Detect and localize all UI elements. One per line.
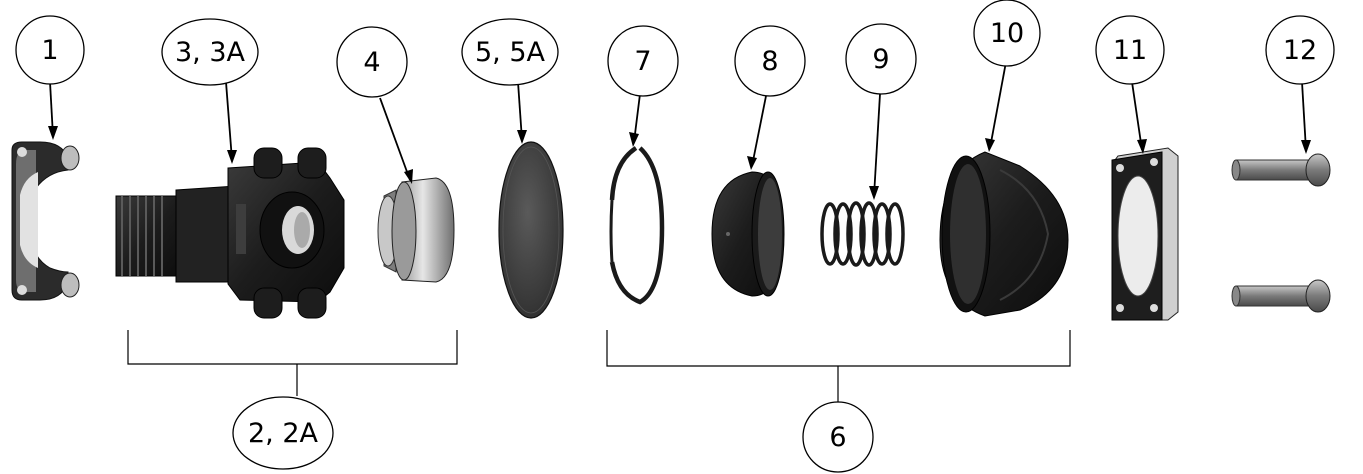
callout-2-2a: 2, 2A (232, 396, 334, 470)
callout-4: 4 (336, 26, 408, 98)
leader-lines (48, 61, 1311, 200)
callout-8: 8 (734, 25, 806, 97)
part-9-coil-spring (820, 201, 905, 267)
callout-10-label: 10 (990, 18, 1024, 49)
callout-6: 6 (802, 401, 874, 473)
callout-11-label: 11 (1113, 35, 1147, 66)
part-5-diaphragm-disc (498, 141, 564, 319)
callout-7-label: 7 (634, 46, 651, 77)
part-8-cup-seal (711, 171, 785, 297)
callout-1: 1 (15, 15, 85, 85)
callout-4-label: 4 (363, 47, 380, 78)
callout-3-3a: 3, 3A (161, 18, 259, 86)
callout-1-label: 1 (41, 35, 58, 66)
part-10-bell-housing (939, 151, 1069, 317)
callout-11: 11 (1095, 15, 1165, 85)
callout-9: 9 (845, 23, 917, 95)
callout-9-label: 9 (872, 44, 889, 75)
assembly-bracket-2 (127, 330, 458, 396)
callout-12-label: 12 (1283, 35, 1317, 66)
part-4-sleeve-bushing (377, 177, 455, 283)
part-12-bolts (1231, 153, 1331, 313)
part-1-half-clamp (11, 141, 80, 301)
part-3-valve-body (115, 147, 345, 319)
callout-3-3a-label: 3, 3A (175, 37, 246, 68)
callout-8-label: 8 (761, 46, 778, 77)
callout-7: 7 (607, 25, 679, 97)
callout-2-2a-label: 2, 2A (248, 418, 319, 449)
part-7-retaining-ring (609, 146, 665, 305)
callout-10: 10 (973, 0, 1041, 67)
callout-6-label: 6 (829, 422, 846, 453)
part-11-flange-plate (1111, 147, 1179, 321)
assembly-bracket-6 (606, 330, 1071, 402)
callout-5-5a: 5, 5A (461, 18, 559, 86)
callout-12: 12 (1265, 15, 1335, 85)
callout-5-5a-label: 5, 5A (475, 37, 546, 68)
